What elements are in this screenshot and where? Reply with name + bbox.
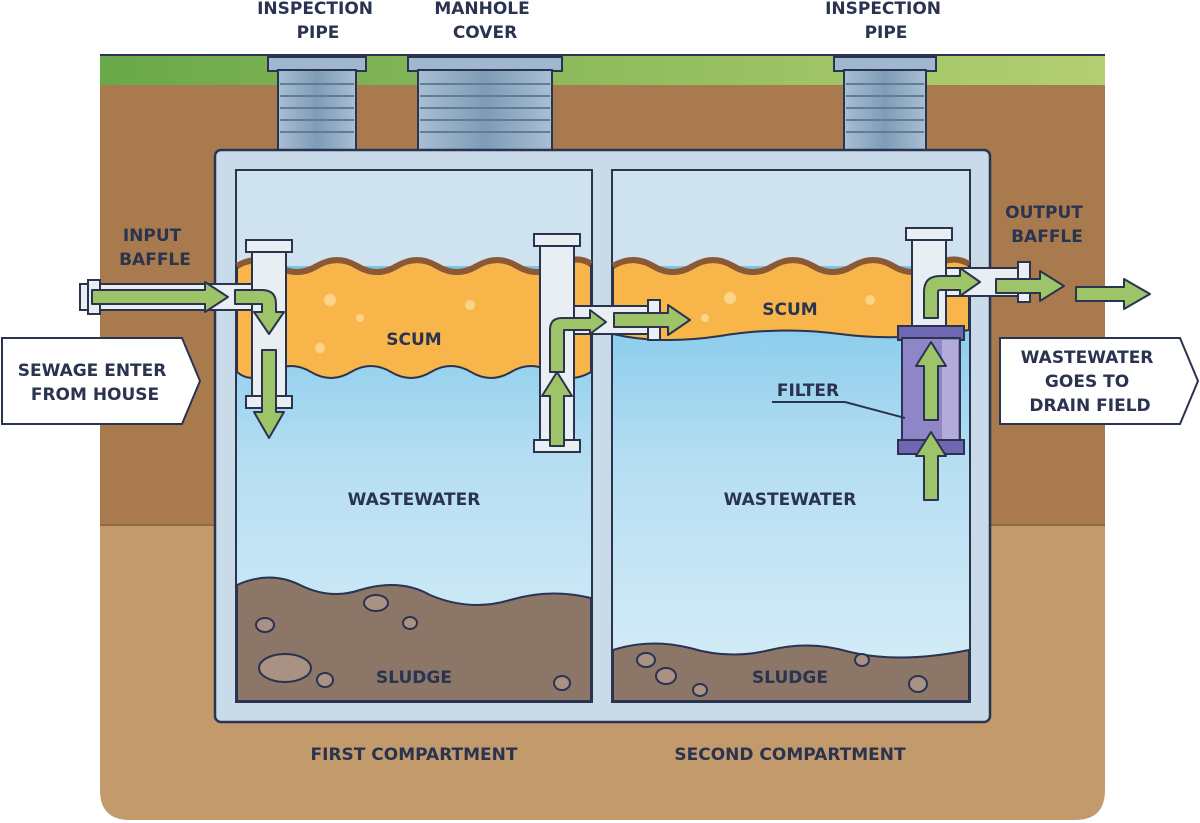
drain-callout-box xyxy=(999,337,1200,425)
label-first-compartment: FIRST COMPARTMENT xyxy=(311,745,518,765)
label-inspection-pipe-right: INSPECTION PIPE xyxy=(825,0,947,43)
arrow-input-elbow xyxy=(234,289,285,335)
label-sludge-2: SLUDGE xyxy=(752,668,828,688)
arrow-filter-up xyxy=(915,341,947,421)
label-inspection-pipe-left: INSPECTION PIPE xyxy=(257,0,379,43)
left-inspection-pipe xyxy=(267,56,367,153)
sewage-callout-box xyxy=(1,337,202,425)
first-compartment xyxy=(235,169,593,703)
arrow-transfer-elbow xyxy=(549,309,607,373)
filter-pointer-diagonal xyxy=(844,401,906,419)
label-manhole-cover: MANHOLE COVER xyxy=(434,0,535,43)
label-output-baffle: OUTPUT BAFFLE xyxy=(1005,203,1089,247)
arrow-output-elbow xyxy=(923,267,981,319)
arrow-input-down xyxy=(253,349,285,439)
arrow-filter-in xyxy=(915,431,947,501)
grass-strip xyxy=(100,55,1105,85)
manhole-cover xyxy=(407,56,563,153)
label-filter: FILTER xyxy=(777,381,839,401)
label-scum-1: SCUM xyxy=(386,330,441,350)
label-wastewater-1: WASTEWATER xyxy=(348,490,481,510)
label-input-baffle: INPUT BAFFLE xyxy=(119,226,191,270)
flow-arrows xyxy=(91,267,1151,501)
label-sludge-1: SLUDGE xyxy=(376,668,452,688)
sludge-layer-1 xyxy=(236,576,592,702)
arrow-output xyxy=(995,270,1065,302)
label-scum-2: SCUM xyxy=(762,300,817,320)
arrow-drain xyxy=(1075,278,1151,310)
label-sewage-enter: SEWAGE ENTER FROM HOUSE xyxy=(18,361,173,405)
arrow-transfer-up xyxy=(541,371,573,447)
scum-layer-1 xyxy=(236,260,592,379)
label-wastewater-2: WASTEWATER xyxy=(724,490,857,510)
arrow-transfer-out xyxy=(613,304,691,336)
arrow-input xyxy=(91,281,229,313)
label-second-compartment: SECOND COMPARTMENT xyxy=(674,745,906,765)
right-inspection-pipe xyxy=(833,56,937,153)
label-wastewater-goes: WASTEWATER GOES TO DRAIN FIELD xyxy=(1021,348,1160,416)
